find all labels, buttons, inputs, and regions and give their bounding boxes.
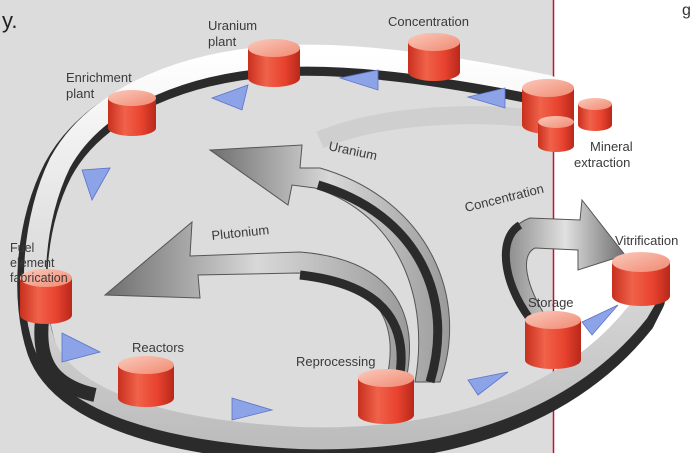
label-vitrification: Vitrification [615, 233, 678, 248]
label-reprocessing: Reprocessing [296, 354, 376, 369]
label-concentration: Concentration [388, 14, 469, 29]
node-reprocessing [358, 369, 414, 424]
label-uranium-plant-line1: Uranium [208, 18, 257, 33]
node-vitrification [612, 252, 670, 306]
label-fuel-line1: Fuel [10, 241, 34, 255]
label-fuel-line3: fabrication [10, 271, 68, 285]
node-reactors [118, 356, 174, 407]
label-mineral-extraction-line2: extraction [574, 155, 630, 170]
label-reactors: Reactors [132, 340, 185, 355]
node-storage [525, 311, 581, 369]
label-enrichment-plant-line2: plant [66, 86, 95, 101]
label-uranium-plant-line2: plant [208, 34, 237, 49]
label-enrichment-plant-line1: Enrichment [66, 70, 132, 85]
label-storage: Storage [528, 295, 574, 310]
fragment-text: y. [2, 8, 17, 33]
node-concentration [408, 33, 460, 81]
label-mineral-extraction-line1: Mineral [590, 139, 633, 154]
label-fuel-line2: element [10, 256, 55, 270]
node-enrichment-plant [108, 90, 156, 136]
node-uranium-plant [248, 39, 300, 87]
fragment-right-text: g [682, 2, 691, 19]
